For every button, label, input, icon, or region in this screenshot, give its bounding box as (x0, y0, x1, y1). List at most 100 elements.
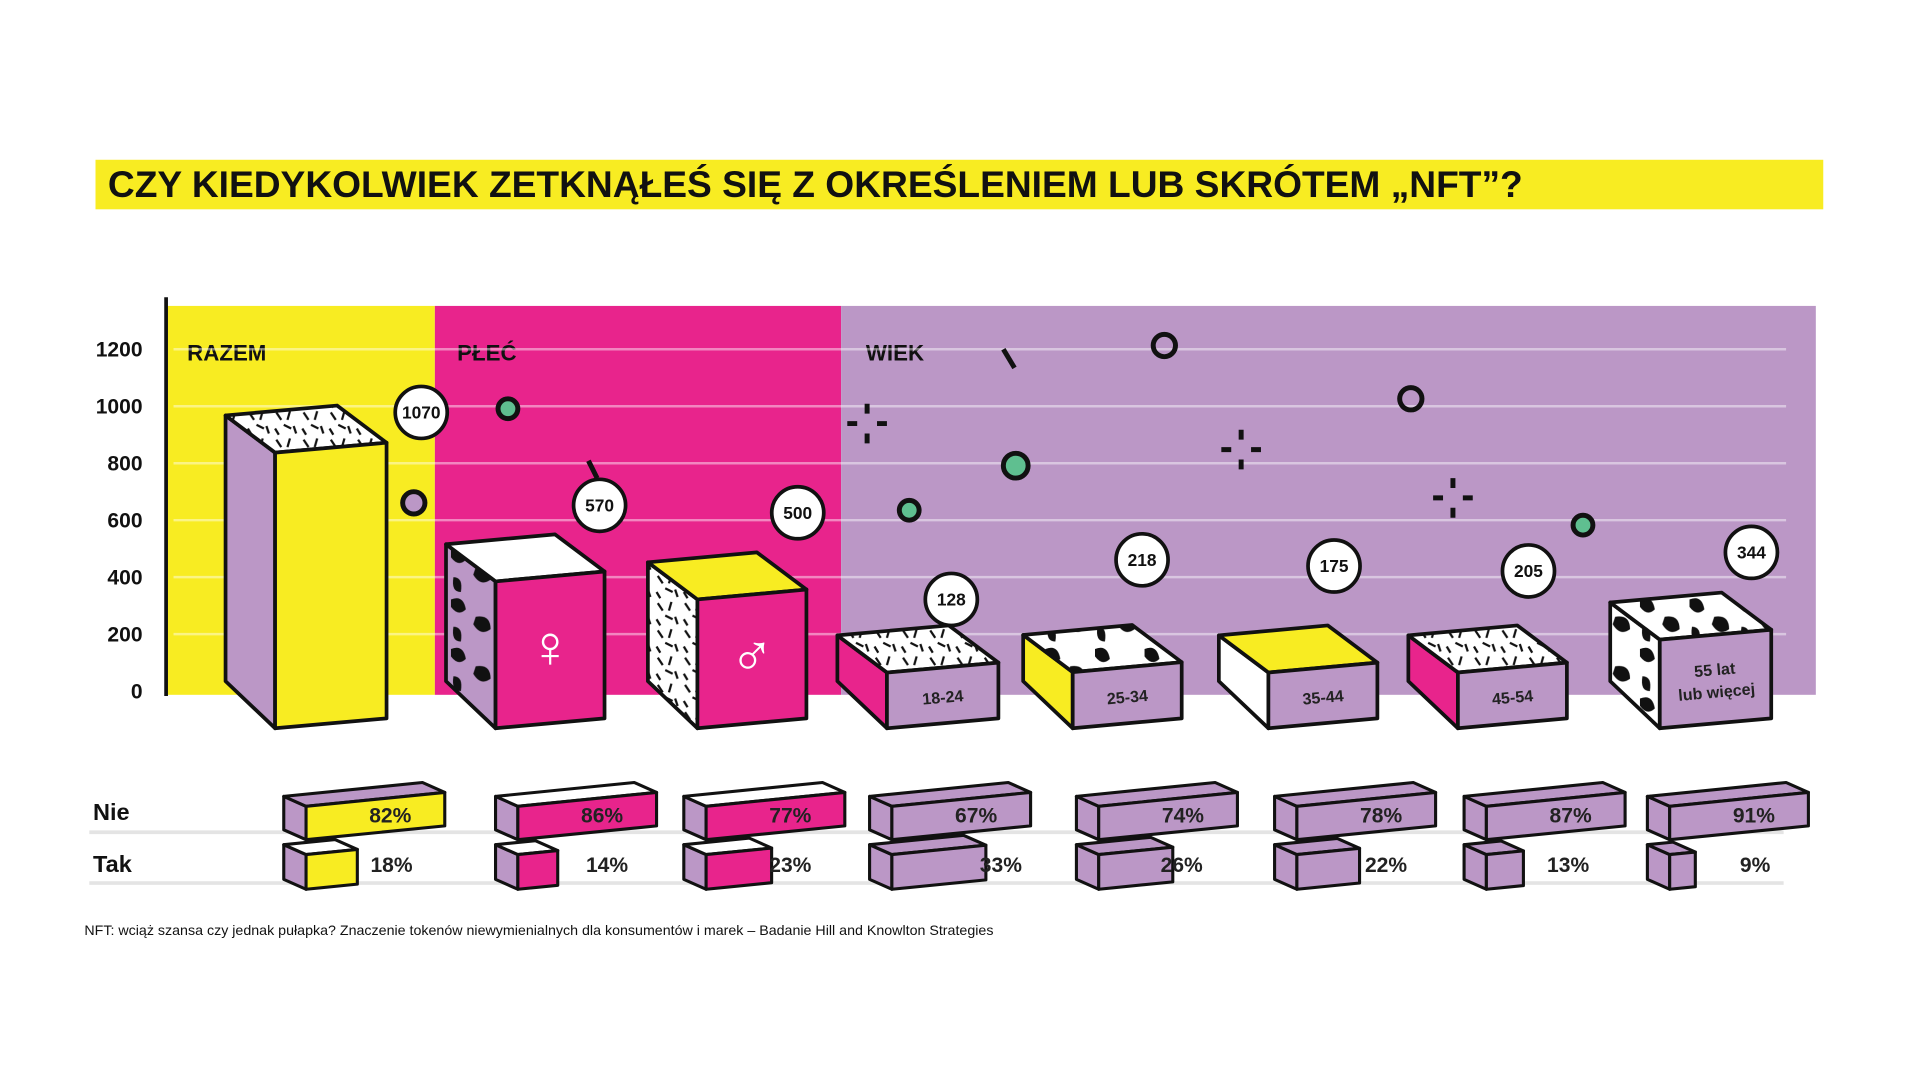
value-bubble (923, 571, 980, 628)
bar-category-label: ♀ (528, 613, 573, 680)
box-front (304, 847, 359, 891)
nie-bar (494, 780, 659, 842)
box-front (1097, 845, 1175, 891)
tak-bar (1273, 836, 1362, 891)
value-label: 175 (1320, 556, 1349, 576)
value-label: 344 (1737, 543, 1766, 563)
y-tick-label: 400 (107, 567, 142, 590)
value-label: 1070 (402, 403, 441, 423)
bar-front-face (273, 440, 389, 731)
nie-bar (1645, 780, 1810, 842)
box-front (890, 843, 988, 891)
bar-side-face (223, 413, 277, 731)
stroke-icon (586, 459, 600, 480)
tak-bar (1462, 839, 1525, 891)
nie-percent: 78% (1360, 804, 1402, 827)
value-bubble (1114, 531, 1170, 588)
box-front (516, 849, 560, 891)
ring-icon (1150, 331, 1178, 360)
y-tick-label: 600 (107, 510, 142, 533)
bar-front-face (1070, 660, 1184, 731)
nie-bar (868, 780, 1033, 842)
nie-percent: 74% (1162, 804, 1204, 827)
value-bubble (1500, 543, 1557, 599)
bar-box-5: 35-44 175 (1216, 538, 1380, 731)
value-label: 205 (1514, 561, 1543, 581)
y-tick-label: 800 (107, 453, 142, 476)
bar-box-0: 1070 (223, 384, 450, 731)
tak-percent: 13% (1547, 854, 1589, 877)
bar-category-label: 18-24 (922, 687, 965, 709)
bar-category-label: 35-44 (1302, 687, 1345, 709)
value-label: 500 (783, 503, 812, 523)
dot-icon (896, 497, 922, 523)
value-label: 128 (937, 590, 966, 610)
box-front (704, 790, 847, 842)
nie-bar (1074, 780, 1239, 842)
dot-icon (1570, 512, 1596, 538)
chart-title: CZY KIEDYKOLWIEK ZETKNĄŁEŚ SIĘ Z OKREŚLE… (108, 163, 1523, 205)
box-front (304, 790, 447, 842)
bar-front-face (885, 660, 1001, 731)
tak-percent: 26% (1161, 854, 1203, 877)
tak-bar (494, 839, 560, 891)
nie-bar (1273, 780, 1438, 842)
bar-category-label: 55 lat (1693, 659, 1736, 681)
box-front (1484, 790, 1627, 842)
source-note: NFT: wciąż szansa czy jednak pułapka? Zn… (84, 923, 993, 939)
y-tick-label: 1200 (96, 339, 143, 362)
box-front (1668, 790, 1810, 842)
box-front (1097, 790, 1239, 842)
decorations (400, 331, 1596, 538)
nie-bar (1462, 780, 1627, 842)
bar-box-3: 18-24 128 (835, 571, 1001, 731)
value-bubble (571, 477, 628, 534)
bar-box-6: 45-54 205 (1406, 543, 1569, 731)
tak-percent: 9% (1740, 854, 1771, 877)
ring-icon (400, 489, 428, 517)
value-bubble (769, 484, 826, 541)
box-front (1484, 849, 1525, 891)
value-bubble (393, 384, 450, 441)
dot-icon (1000, 450, 1031, 481)
nie-bar (682, 780, 847, 842)
bar-box-2: ♂ 500 (646, 484, 826, 731)
tak-bar (868, 833, 988, 891)
tak-bar (1645, 840, 1697, 891)
value-bubble (1306, 538, 1362, 594)
tak-percent: 18% (370, 854, 412, 877)
ring-icon (1397, 385, 1425, 413)
box-front (1295, 790, 1438, 842)
bar-category-label: 25-34 (1106, 687, 1149, 709)
crosshair-icon (847, 403, 1473, 518)
value-label: 570 (585, 496, 614, 516)
row-label-tak: Tak (93, 851, 133, 877)
bar-category-label: ♂ (730, 622, 775, 689)
y-tick-label: 0 (131, 681, 143, 704)
bar-front-face (493, 569, 607, 731)
title-banner (95, 159, 1824, 210)
box-front (516, 790, 659, 842)
tak-bar (282, 838, 359, 891)
bar-front-face (1266, 660, 1380, 731)
nie-bar (282, 780, 447, 842)
nie-percent: 77% (769, 804, 811, 827)
nie-percent: 86% (581, 804, 623, 827)
bar-category-label: 45-54 (1491, 687, 1534, 709)
nie-percent: 87% (1550, 804, 1592, 827)
box-front (890, 790, 1033, 842)
stroke-icon (1001, 347, 1017, 370)
box-front (704, 846, 774, 891)
nie-percent: 82% (369, 804, 411, 827)
group-label-razem: RAZEM (187, 340, 266, 365)
tak-percent: 14% (586, 854, 628, 877)
box-front (1295, 846, 1362, 891)
y-tick-label: 1000 (96, 396, 143, 419)
group-label-plec: PŁEĆ (457, 340, 516, 365)
tak-bar (682, 836, 774, 891)
tak-percent: 23% (769, 854, 811, 877)
dot-icon (495, 396, 521, 422)
